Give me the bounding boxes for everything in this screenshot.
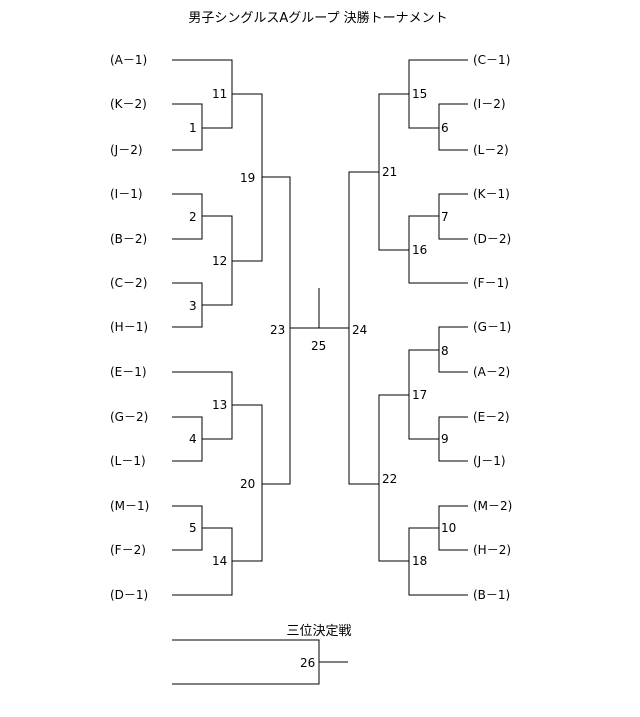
bracket-line — [172, 505, 203, 551]
right-team-list: (C－1) (I－2) (L－2) (K－1) (D－2) (F－1) (G－1… — [473, 53, 512, 602]
team-label: (M－2) — [473, 499, 512, 513]
match-number: 6 — [441, 121, 449, 135]
bracket-line — [172, 282, 203, 328]
bracket-line — [232, 404, 263, 562]
bracket-line — [438, 103, 468, 151]
match-number: 5 — [189, 521, 197, 535]
match-number: 25 — [311, 339, 326, 353]
match-number: 20 — [240, 477, 255, 491]
match-number: 3 — [189, 299, 197, 313]
match-number: 13 — [212, 398, 227, 412]
team-label: (K－2) — [110, 97, 147, 111]
match-number: 4 — [189, 432, 197, 446]
match-number: 24 — [352, 323, 367, 337]
team-label: (B－1) — [473, 588, 510, 602]
team-label: (H－1) — [110, 320, 148, 334]
match-number: 18 — [412, 554, 427, 568]
team-label: (A－2) — [473, 365, 510, 379]
bracket-line — [172, 103, 203, 151]
bracket-line — [378, 394, 409, 562]
match-number: 7 — [441, 210, 449, 224]
left-team-list: (A－1) (K－2) (J－2) (I－1) (B－2) (C－2) (H－1… — [110, 53, 149, 602]
team-label: (J－1) — [473, 454, 506, 468]
third-place-label: 三位決定戦 — [286, 624, 351, 639]
team-label: (G－1) — [473, 320, 511, 334]
match-numbers: 1 2 3 4 5 6 7 8 9 10 11 12 13 14 15 16 1… — [189, 87, 456, 670]
left-bracket-lines — [172, 59, 291, 596]
match-number: 14 — [212, 554, 227, 568]
match-number: 17 — [412, 388, 427, 402]
team-label: (J－2) — [110, 143, 143, 157]
match-number: 16 — [412, 243, 427, 257]
team-label: (F－1) — [473, 276, 509, 290]
match-number: 21 — [382, 165, 397, 179]
bracket-line — [172, 416, 203, 462]
match-number: 11 — [212, 87, 227, 101]
team-label: (M－1) — [110, 499, 149, 513]
match-number: 22 — [382, 472, 397, 486]
match-number: 9 — [441, 432, 449, 446]
team-label: (B－2) — [110, 232, 147, 246]
team-label: (K－1) — [473, 187, 510, 201]
match-number: 26 — [300, 656, 315, 670]
team-label: (G－2) — [110, 410, 148, 424]
third-place-lines — [172, 639, 348, 685]
match-number: 10 — [441, 521, 456, 535]
team-label: (C－2) — [110, 276, 147, 290]
match-number: 12 — [212, 254, 227, 268]
team-label: (H－2) — [473, 543, 511, 557]
bracket-line — [408, 527, 468, 596]
team-label: (A－1) — [110, 53, 147, 67]
bracket-line — [202, 215, 233, 306]
team-label: (L－2) — [473, 143, 509, 157]
team-label: (D－2) — [473, 232, 511, 246]
match-number: 2 — [189, 210, 197, 224]
third-place-bracket — [172, 639, 320, 685]
match-number: 15 — [412, 87, 427, 101]
team-label: (E－2) — [473, 410, 510, 424]
bracket-line — [438, 416, 468, 462]
final-lines — [290, 288, 349, 329]
team-label: (D－1) — [110, 588, 148, 602]
bracket-line — [408, 215, 468, 284]
match-number: 1 — [189, 121, 197, 135]
match-number: 19 — [240, 171, 255, 185]
team-label: (I－1) — [110, 187, 143, 201]
team-label: (I－2) — [473, 97, 506, 111]
team-label: (L－1) — [110, 454, 146, 468]
team-label: (C－1) — [473, 53, 510, 67]
page-title: 男子シングルスAグループ 決勝トーナメント — [188, 11, 447, 26]
match-number: 8 — [441, 344, 449, 358]
match-number: 23 — [270, 323, 285, 337]
bracket-line — [262, 176, 291, 485]
team-label: (F－2) — [110, 543, 146, 557]
bracket-line — [172, 527, 233, 596]
bracket-line — [172, 193, 203, 240]
team-label: (E－1) — [110, 365, 147, 379]
